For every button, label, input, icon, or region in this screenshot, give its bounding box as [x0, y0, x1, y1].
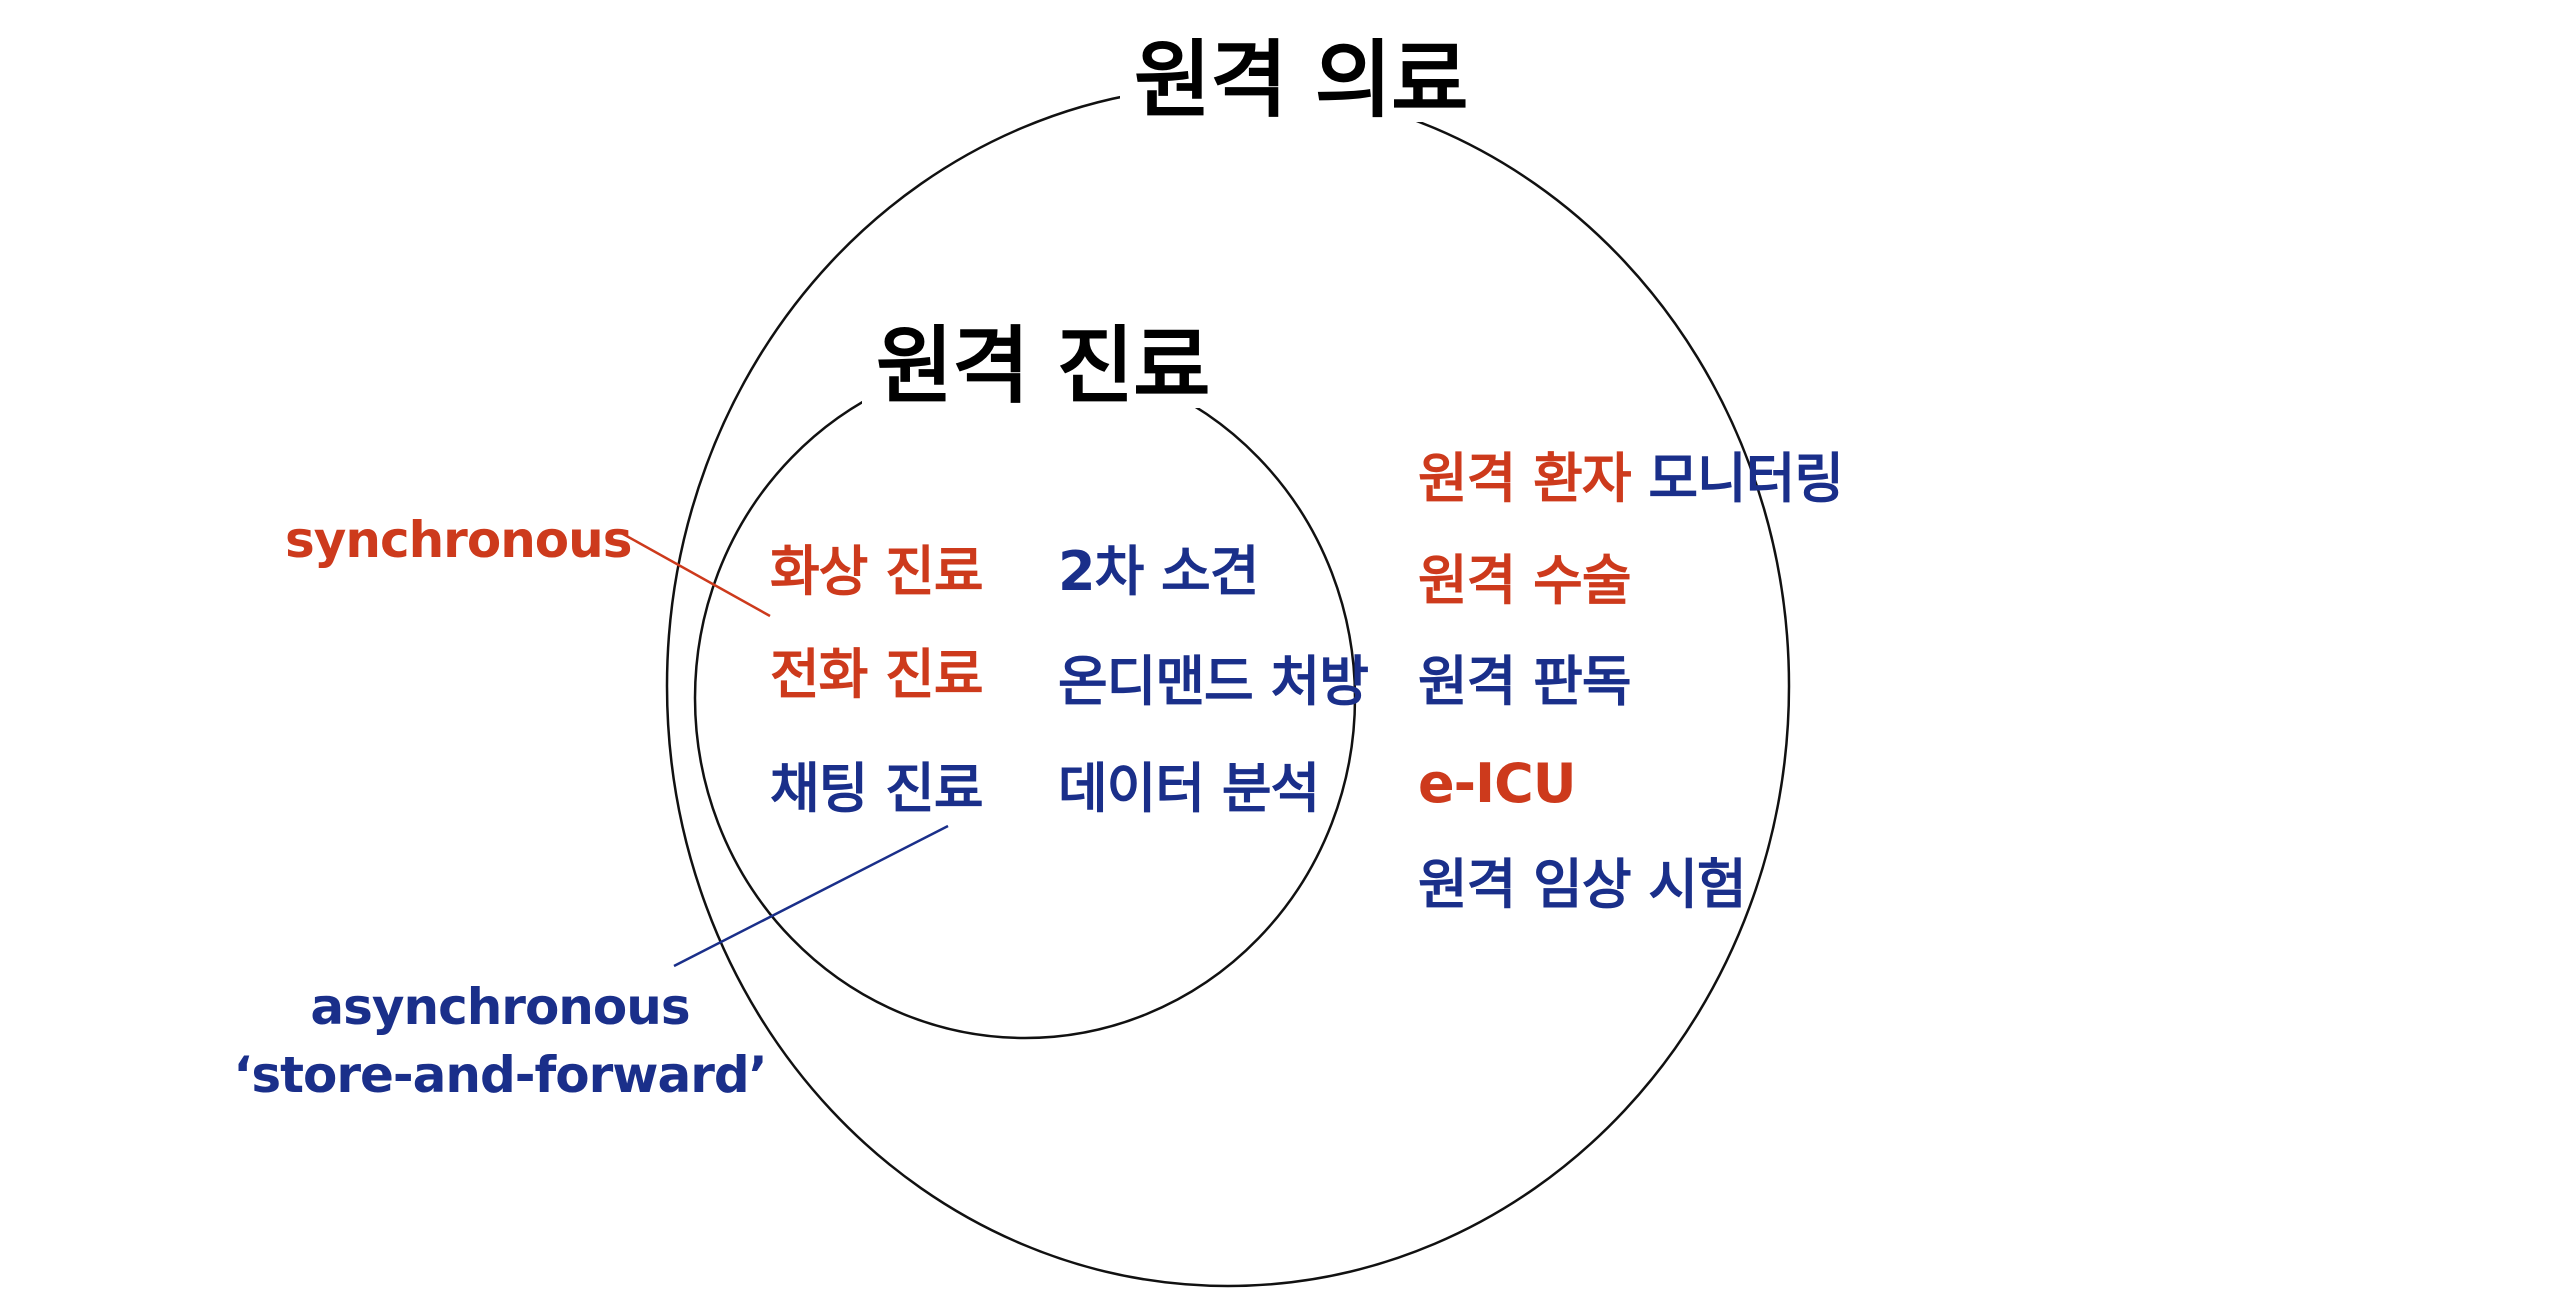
item-remote-patient-monitoring: 원격 환자 모니터링	[1418, 452, 1844, 506]
annotation-synchronous: synchronous	[285, 511, 632, 569]
item-on-demand-prescription: 온디맨드 처방	[1058, 650, 1369, 713]
asynchronous-leader-line	[673, 824, 949, 968]
annotation-store-and-forward: ‘store-and-forward’	[233, 1046, 767, 1104]
item-phone-consultation: 전화 진료	[770, 643, 984, 706]
item-remote-reading: 원격 판독	[1418, 650, 1632, 713]
item-remote-patient-label: 원격 환자	[1418, 447, 1632, 510]
item-remote-clinical-trial: 원격 임상 시험	[1418, 853, 1747, 916]
item-chat-consultation: 채팅 진료	[770, 757, 984, 820]
item-e-icu: e-ICU	[1418, 752, 1577, 815]
annotation-asynchronous: asynchronous	[310, 978, 690, 1036]
item-video-consultation: 화상 진료	[770, 540, 984, 603]
outer-set-title: 원격 의료	[1120, 38, 1482, 122]
item-second-opinion: 2차 소견	[1058, 540, 1259, 603]
inner-set-title: 원격 진료	[862, 324, 1224, 408]
item-data-analysis: 데이터 분석	[1058, 757, 1320, 820]
synchronous-leader-line	[622, 532, 771, 618]
item-remote-surgery: 원격 수술	[1418, 549, 1632, 612]
item-monitoring-label: 모니터링	[1648, 447, 1844, 510]
